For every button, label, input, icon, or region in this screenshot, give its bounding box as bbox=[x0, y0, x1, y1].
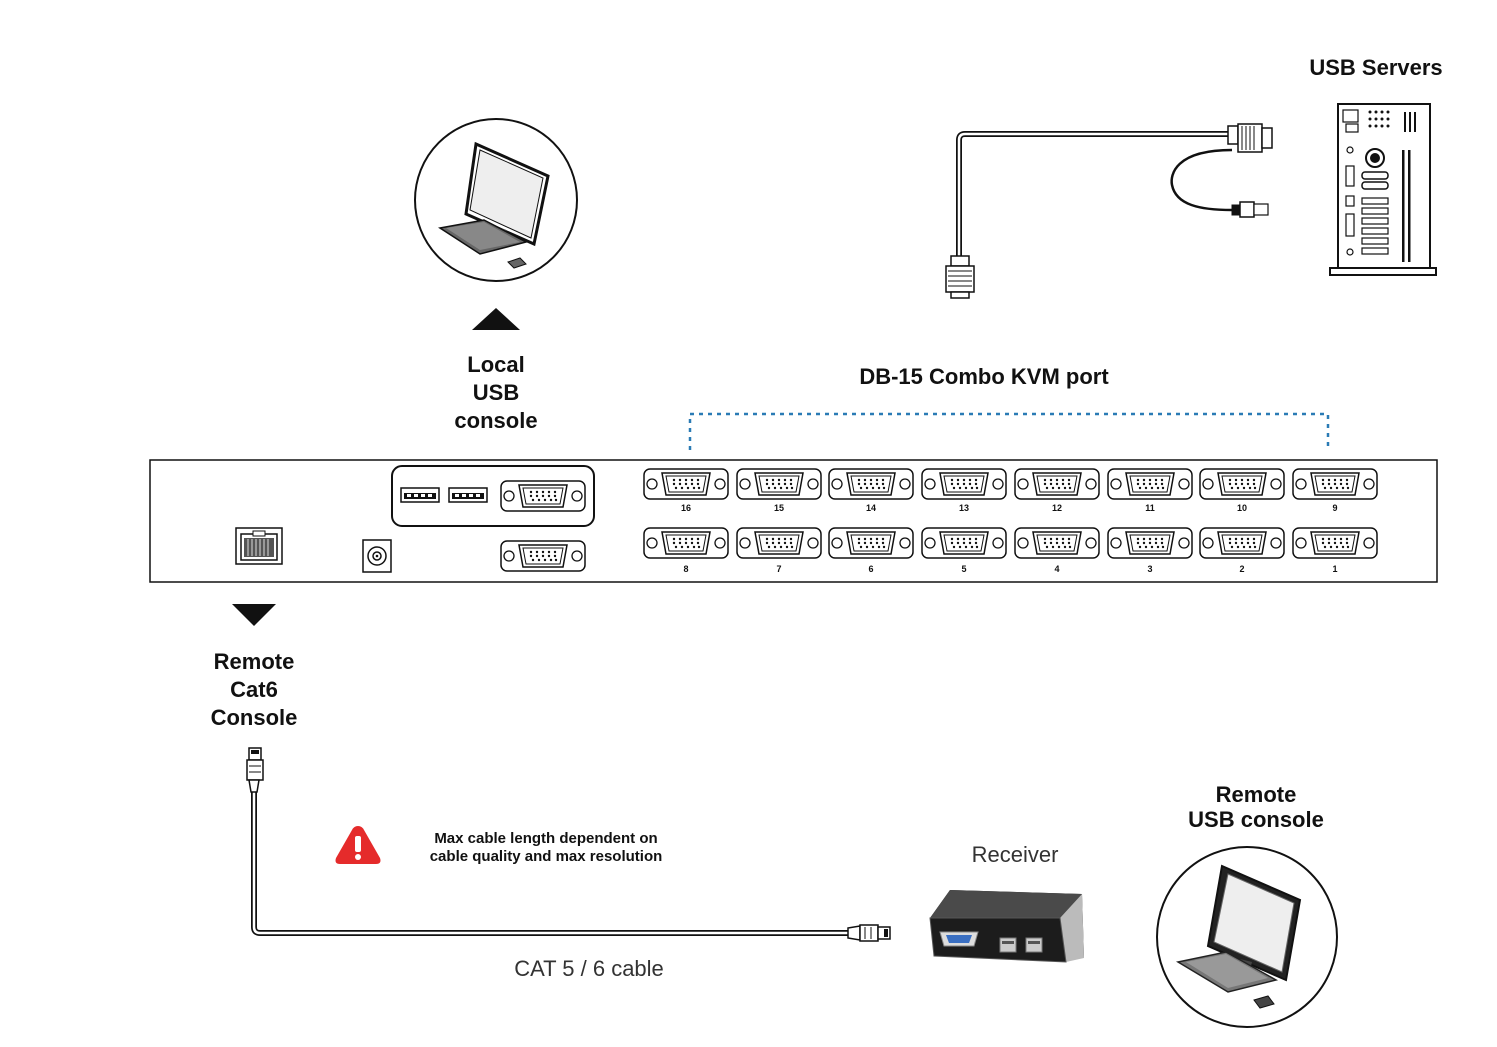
port-number-label: 15 bbox=[773, 503, 784, 513]
kvm-port-16-icon bbox=[643, 468, 729, 500]
port-number-label: 9 bbox=[1332, 503, 1338, 513]
port-number-label: 2 bbox=[1239, 564, 1245, 574]
port-number-label: 8 bbox=[683, 564, 689, 574]
receiver-label: Receiver bbox=[971, 842, 1059, 867]
port-number-label: 13 bbox=[958, 503, 969, 513]
port-number-label: 11 bbox=[1145, 503, 1155, 513]
combo-kvm-cable bbox=[945, 123, 1273, 299]
cat-cable bbox=[246, 747, 891, 942]
kvm-port-3-icon bbox=[1107, 527, 1193, 559]
remote-cat6-line: Remote bbox=[213, 649, 295, 674]
db15-port-label: DB-15 Combo KVM port bbox=[859, 364, 1109, 389]
port-number-label: 7 bbox=[776, 564, 782, 574]
local-console-line: Local bbox=[467, 352, 525, 377]
remote-usb-line: USB console bbox=[1188, 807, 1324, 832]
kvm-port-4-icon bbox=[1014, 527, 1100, 559]
kvm-switch-panel bbox=[149, 459, 1438, 583]
usb-server-icon bbox=[1329, 103, 1437, 276]
kvm-port-8-icon bbox=[643, 527, 729, 559]
port-number-label: 5 bbox=[961, 564, 967, 574]
remote-cat6-line: Console bbox=[210, 705, 298, 730]
warning-note-line: Max cable length dependent on bbox=[434, 830, 658, 847]
rj45-port-icon bbox=[235, 527, 283, 565]
usb-port-icon bbox=[400, 487, 440, 503]
kvm-port-11-icon bbox=[1107, 468, 1193, 500]
kvm-port-7-icon bbox=[736, 527, 822, 559]
kvm-port-14-icon bbox=[828, 468, 914, 500]
port-number-label: 4 bbox=[1054, 564, 1060, 574]
port-number-label: 6 bbox=[868, 564, 874, 574]
down-arrow-icon bbox=[232, 604, 276, 626]
local-console-line: console bbox=[454, 408, 538, 433]
cable-label: CAT 5 / 6 cable bbox=[514, 956, 664, 981]
port-group-bracket bbox=[688, 412, 1330, 450]
kvm-port-10-icon bbox=[1199, 468, 1285, 500]
port-number-label: 1 bbox=[1332, 564, 1338, 574]
usb-servers-label: USB Servers bbox=[1309, 55, 1443, 80]
port-number-label: 14 bbox=[865, 503, 876, 513]
kvm-port-12-icon bbox=[1014, 468, 1100, 500]
kvm-port-15-icon bbox=[736, 468, 822, 500]
remote-usb-line: Remote bbox=[1215, 782, 1297, 807]
port-number-label: 10 bbox=[1236, 503, 1247, 513]
warning-note: Max cable length dependent on cable qual… bbox=[396, 830, 696, 866]
port-number-label: 16 bbox=[680, 503, 691, 513]
console-vga-port-icon bbox=[500, 480, 586, 512]
kvm-port-9-icon bbox=[1292, 468, 1378, 500]
kvm-port-5-icon bbox=[921, 527, 1007, 559]
receiver-icon bbox=[929, 890, 1084, 963]
kvm-port-2-icon bbox=[1199, 527, 1285, 559]
remote-cat6-label: Remote Cat6 Console bbox=[174, 648, 334, 732]
local-console-line: USB bbox=[472, 380, 520, 405]
rj45-plug-icon bbox=[847, 924, 891, 942]
kvm-port-6-icon bbox=[828, 527, 914, 559]
warning-icon bbox=[335, 826, 381, 864]
usb-port-icon bbox=[448, 487, 488, 503]
local-console-label: Local USB console bbox=[416, 351, 576, 435]
local-console-icon bbox=[414, 118, 578, 282]
vga-port-icon bbox=[500, 540, 586, 572]
remote-usb-label: Remote USB console bbox=[1156, 782, 1356, 832]
port-number-label: 12 bbox=[1051, 503, 1062, 513]
rj45-plug-icon bbox=[246, 747, 264, 793]
power-jack-icon bbox=[362, 539, 392, 573]
kvm-port-1-icon bbox=[1292, 527, 1378, 559]
kvm-port-13-icon bbox=[921, 468, 1007, 500]
remote-cat6-line: Cat6 bbox=[230, 677, 278, 702]
up-arrow-icon bbox=[472, 308, 520, 330]
port-number-label: 3 bbox=[1147, 564, 1153, 574]
warning-note-line: cable quality and max resolution bbox=[429, 848, 663, 865]
remote-console-icon bbox=[1156, 846, 1338, 1028]
